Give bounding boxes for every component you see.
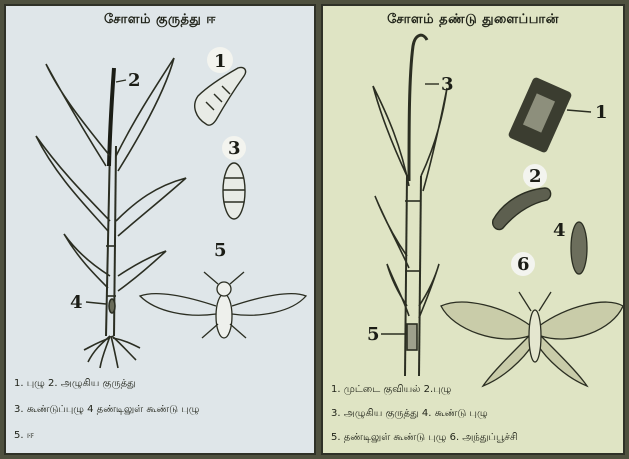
shoot-fly-panel: சோளம் குருத்து ஈ: [4, 4, 316, 455]
label-1: 1: [214, 51, 227, 72]
shoot-fly-legend-3: 5. ஈ: [14, 430, 34, 442]
adult-fly-drawing: [140, 272, 306, 338]
pupa-drawing: [571, 222, 587, 274]
label-2: 2: [128, 70, 141, 91]
stem-borer-panel: சோளம் தண்டு துளைப்பான்: [321, 4, 625, 455]
maggot-drawing: [195, 67, 246, 125]
stem-borer-legend-2: 3. அழுகிய குருத்து 4. கூண்டு புழு: [331, 408, 488, 420]
moth-drawing: [441, 292, 623, 386]
label-3: 3: [228, 138, 241, 159]
sorghum-stem-drawing: [373, 35, 447, 376]
shoot-fly-legend-1: 1. புழு 2. அழுகிய குருத்து: [14, 378, 136, 390]
label-2: 2: [529, 166, 542, 187]
label-6: 6: [517, 254, 530, 275]
label-5: 5: [214, 240, 227, 261]
label-4: 4: [553, 220, 566, 241]
stem-borer-legend-1: 1. முட்டை குவியல் 2.புழு: [331, 384, 451, 396]
egg-mass-drawing: [507, 76, 572, 153]
label-5: 5: [367, 324, 380, 345]
label-4: 4: [70, 292, 83, 313]
stem-borer-legend-3: 5. தண்டிலுள் கூண்டு புழு 6. அந்துப்பூச்ச…: [331, 432, 518, 444]
sorghum-plant-drawing: [36, 58, 186, 368]
shoot-fly-legend-2: 3. கூண்டுப்புழு 4 தண்டிலுள் கூண்டு புழு: [14, 404, 199, 416]
larva-drawing: [493, 188, 551, 230]
label-1: 1: [595, 102, 608, 123]
pupa-drawing: [223, 163, 245, 219]
label-3: 3: [441, 74, 454, 95]
